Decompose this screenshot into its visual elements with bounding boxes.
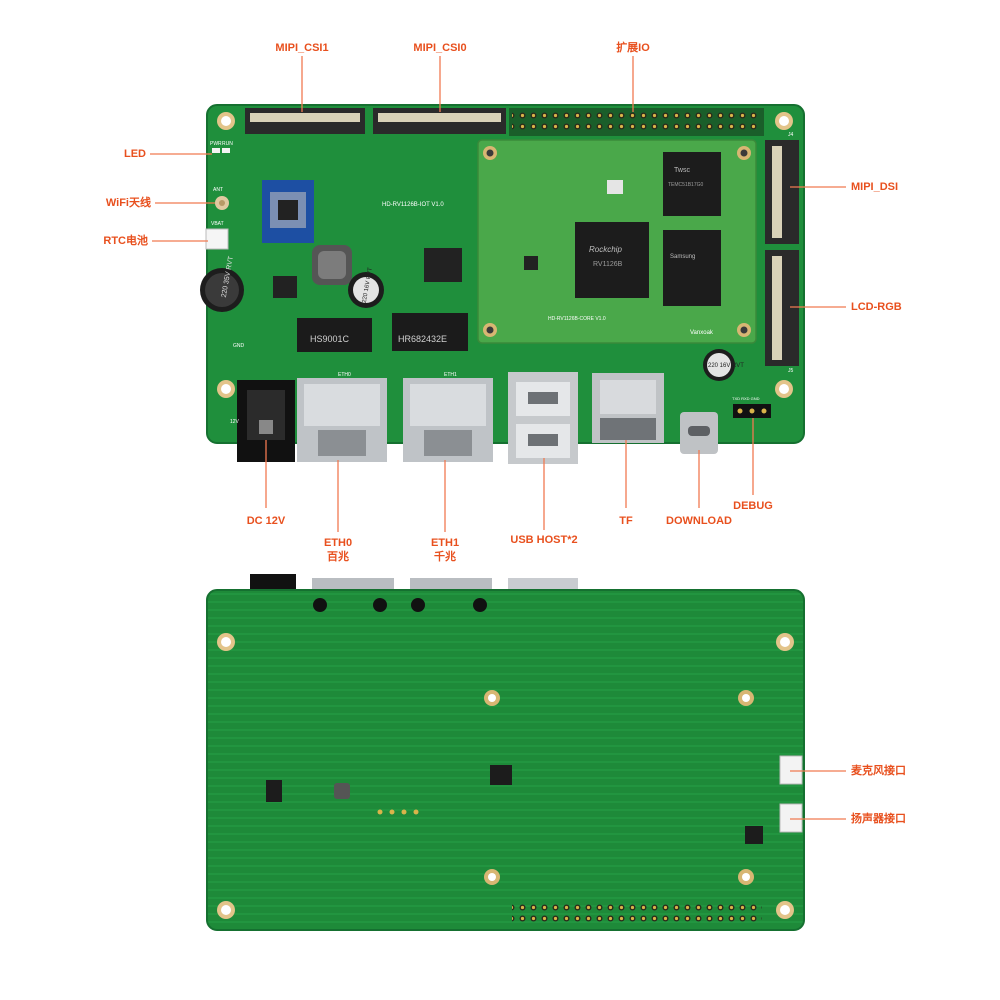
label-mipi-csi1: MIPI_CSI1 xyxy=(275,42,329,54)
mic-connector xyxy=(779,755,803,785)
soc-chip xyxy=(575,222,649,298)
label-tf: TF xyxy=(619,515,633,527)
label-debug: DEBUG xyxy=(733,500,773,512)
eth1-transformer xyxy=(392,313,468,351)
label-eth1-name: ETH1 xyxy=(430,537,460,549)
soc-model: RV1126B xyxy=(593,261,623,268)
label-wifi-antenna: WiFi天线 xyxy=(105,197,151,209)
silk-debug-pins: TXD RXD GND xyxy=(732,396,760,401)
eth-switch-chip xyxy=(424,248,462,282)
label-usb-host: USB HOST*2 xyxy=(510,534,578,546)
vendor-mark: Vanxoak xyxy=(690,330,714,336)
silk-pwr: PWR xyxy=(210,141,222,147)
label-download: DOWNLOAD xyxy=(666,515,732,527)
silk-12v: 12V xyxy=(230,419,240,425)
label-led: LED xyxy=(124,148,146,160)
leader-lines xyxy=(150,56,846,820)
cap3-label: 220 16V RVT xyxy=(708,363,744,369)
label-eth0-name: ETH0 xyxy=(323,537,353,549)
bottom-board xyxy=(206,574,805,931)
label-lcd-rgb: LCD-RGB xyxy=(851,301,902,313)
label-mipi-dsi: MIPI_DSI xyxy=(851,181,899,193)
ddr-chip xyxy=(663,230,721,306)
emmc-chip xyxy=(663,152,721,216)
core-module: Rockchip RV1126B Twsc TEMC51B17G0 Samsun… xyxy=(477,139,757,344)
top-board: PWR RUN ANT VBAT 220 35V RVT 220 16V R xyxy=(200,104,805,464)
silk-run: RUN xyxy=(222,141,233,147)
core-name: HD-RV1126B-CORE V1.0 xyxy=(548,316,606,322)
label-dc-12v: DC 12V xyxy=(246,515,286,527)
label-eth0: ETH0 百兆 xyxy=(308,536,368,564)
bottom-header-pins xyxy=(512,902,762,924)
bottom-usb-edge xyxy=(508,578,578,592)
phy1-label: HR682432E xyxy=(398,334,447,344)
silk-eth1: ETH1 xyxy=(444,372,457,378)
label-eth1: ETH1 千兆 xyxy=(415,536,475,564)
eth0-transformer xyxy=(297,318,372,352)
bottom-dc-jack-edge xyxy=(250,574,296,592)
bottom-pcb xyxy=(207,590,804,930)
silk-j5: J5 xyxy=(788,368,794,374)
silk-ant: ANT xyxy=(213,187,223,193)
label-mipi-csi0: MIPI_CSI0 xyxy=(413,42,467,54)
silk-j4: J4 xyxy=(788,132,794,138)
amp-chip xyxy=(745,826,763,844)
bottom-inductor xyxy=(334,783,350,799)
led-component xyxy=(212,148,220,153)
silk-gnd: GND xyxy=(233,343,245,349)
ram-model: TEMC51B17G0 xyxy=(668,182,704,188)
silk-eth0: ETH0 xyxy=(338,372,351,378)
phy0-label: HS9001C xyxy=(310,334,350,344)
label-speaker: 扬声器接口 xyxy=(851,813,906,825)
audio-codec-chip xyxy=(490,765,512,785)
label-rtc-battery: RTC电池 xyxy=(103,235,148,247)
ram-brand: Twsc xyxy=(674,167,690,174)
silk-vbat: VBAT xyxy=(211,221,224,227)
pmic-chip xyxy=(607,180,623,194)
soc-brand: Rockchip xyxy=(589,245,622,254)
board-name: HD-RV1126B-IOT V1.0 xyxy=(382,202,444,208)
label-expansion-io: 扩展IO xyxy=(616,42,650,54)
label-mic: 麦克风接口 xyxy=(851,765,906,777)
speaker-connector xyxy=(779,803,803,833)
rtc-connector xyxy=(205,228,229,250)
label-eth1-speed: 千兆 xyxy=(434,551,456,563)
bottom-ic xyxy=(266,780,282,802)
flash-brand: Samsung xyxy=(670,254,695,260)
dc-dc-chip xyxy=(273,276,297,298)
label-eth0-speed: 百兆 xyxy=(327,551,349,563)
